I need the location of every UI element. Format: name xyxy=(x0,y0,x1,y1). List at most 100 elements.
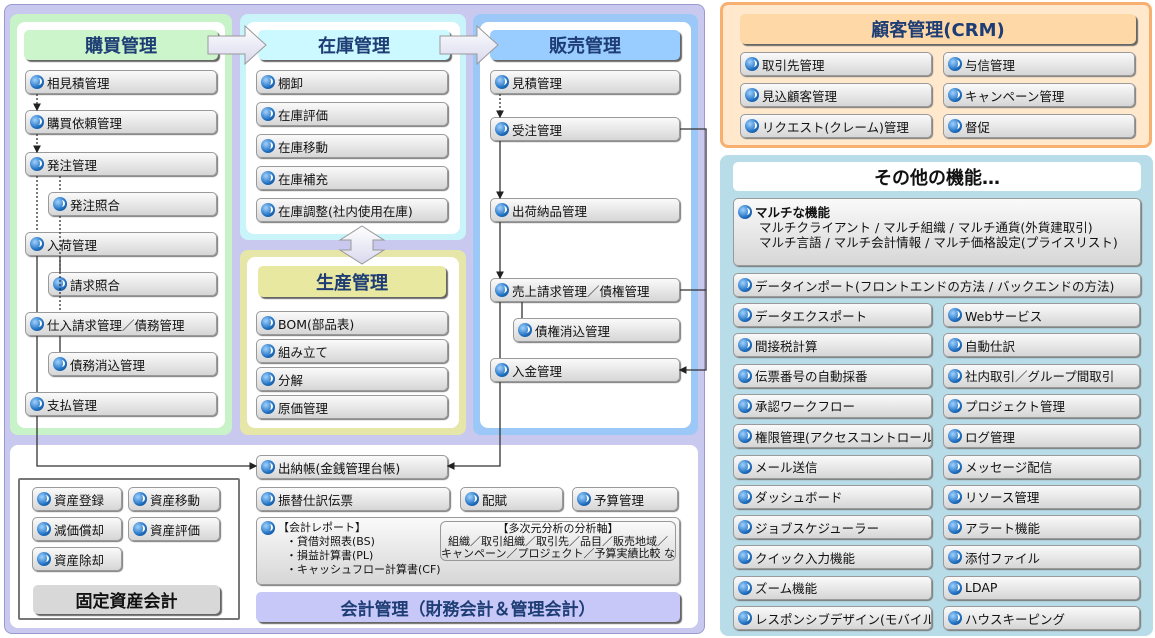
other-item[interactable]: 社内取引／グループ間取引 xyxy=(943,363,1140,388)
other-item[interactable]: Webサービス xyxy=(943,303,1140,327)
swirl-logo-icon xyxy=(465,492,479,506)
sales-item[interactable]: 債権消込管理 xyxy=(513,318,680,342)
inventory-item[interactable]: 棚卸 xyxy=(256,70,448,94)
swirl-logo-icon xyxy=(53,277,67,291)
allocation-item[interactable]: 配賦 xyxy=(460,487,563,511)
sales-item[interactable]: 出荷納品管理 xyxy=(490,198,680,222)
production-item[interactable]: 分解 xyxy=(256,367,448,391)
swirl-logo-icon xyxy=(261,400,275,414)
purchase-item[interactable]: 相見積管理 xyxy=(25,70,217,94)
report-title: 【会計レポート】 xyxy=(278,521,366,534)
other-item[interactable]: ズーム機能 xyxy=(733,575,932,600)
other-item[interactable]: メッセージ配信 xyxy=(943,454,1140,479)
other-item[interactable]: プロジェクト管理 xyxy=(943,393,1140,418)
other-item[interactable]: レスポンシブデザイン(モバイル対応) xyxy=(733,606,932,630)
item-label: ハウスキーピング xyxy=(965,611,1066,627)
item-label: 在庫補充 xyxy=(278,171,329,187)
accounting-header: 会計管理（財務会計＆管理会計） xyxy=(256,592,680,622)
multi-line: マルチクライアント / マルチ組織 / マルチ通貨(外貨建取引) xyxy=(759,220,1093,235)
swirl-logo-icon xyxy=(37,552,51,566)
production-item[interactable]: 組み立て xyxy=(256,339,448,363)
transfer-slip-item[interactable]: 振替仕訳伝票 xyxy=(256,487,450,511)
swirl-logo-icon xyxy=(948,580,962,595)
crm-item[interactable]: 取引先管理 xyxy=(740,52,932,76)
crm-item[interactable]: リクエスト(クレーム)管理 xyxy=(740,114,932,138)
sales-item[interactable]: 売上請求管理／債権管理 xyxy=(490,278,680,302)
other-item[interactable]: 自動仕訳 xyxy=(943,333,1140,358)
other-item[interactable]: リソース管理 xyxy=(943,484,1140,509)
purchase-item[interactable]: 購買依頼管理 xyxy=(25,110,217,134)
swirl-logo-icon xyxy=(738,459,752,474)
other-item[interactable]: LDAP xyxy=(943,575,1140,600)
multi-title: マルチな機能 xyxy=(755,205,831,220)
other-item[interactable]: 間接税計算 xyxy=(733,333,932,358)
other-item[interactable]: 添付ファイル xyxy=(943,545,1140,570)
item-label: アラート機能 xyxy=(965,520,1041,536)
other-item[interactable]: ログ管理 xyxy=(943,424,1140,449)
crm-item[interactable]: 与信管理 xyxy=(943,52,1135,76)
item-label: 債権消込管理 xyxy=(535,323,611,339)
budget-item[interactable]: 予算管理 xyxy=(572,487,678,511)
analysis-title: 【多次元分析の分析軸】 xyxy=(497,522,619,535)
other-item[interactable]: 承認ワークフロー xyxy=(733,393,932,418)
fixed-asset-item[interactable]: 減価償却 xyxy=(32,517,122,541)
purchase-item[interactable]: 仕入請求管理／債務管理 xyxy=(25,312,217,336)
crm-item[interactable]: 督促 xyxy=(943,114,1135,138)
swirl-logo-icon xyxy=(738,520,752,535)
item-label: メッセージ配信 xyxy=(965,460,1053,475)
swirl-logo-icon xyxy=(261,460,275,474)
item-label: 受注管理 xyxy=(512,122,563,138)
item-label: 社内取引／グループ間取引 xyxy=(965,369,1115,385)
analysis-line: 組織／取引組織／取引先／品目／販売地域／ xyxy=(448,534,668,548)
purchase-item[interactable]: 請求照合 xyxy=(48,272,217,296)
item-label: 督促 xyxy=(965,119,991,135)
other-item[interactable]: ジョブスケジューラー xyxy=(733,515,932,540)
purchase-item[interactable]: 支払管理 xyxy=(25,392,217,416)
item-label: キャンペーン管理 xyxy=(965,88,1065,104)
purchase-header: 購買管理 xyxy=(24,30,218,60)
inventory-item[interactable]: 在庫評価 xyxy=(256,102,448,126)
item-label: リクエスト(クレーム)管理 xyxy=(762,119,909,135)
data-import-item[interactable]: データインポート(フロントエンドの方法 / バックエンドの方法) xyxy=(733,273,1141,297)
fixed-asset-item[interactable]: 資産移動 xyxy=(128,487,220,511)
other-item[interactable]: ハウスキーピング xyxy=(943,606,1140,630)
inventory-item[interactable]: 在庫調整(社内使用在庫) xyxy=(256,198,448,222)
other-item[interactable]: アラート機能 xyxy=(943,515,1140,540)
crm-item[interactable]: キャンペーン管理 xyxy=(943,83,1135,107)
swirl-logo-icon xyxy=(133,522,147,536)
other-item[interactable]: メール送信 xyxy=(733,454,932,479)
swirl-logo-icon xyxy=(261,316,275,330)
inventory-item[interactable]: 在庫移動 xyxy=(256,134,448,158)
multi-function-box[interactable]: マルチな機能マルチクライアント / マルチ組織 / マルチ通貨(外貨建取引)マル… xyxy=(733,198,1141,266)
production-item[interactable]: BOM(部品表) xyxy=(256,311,448,335)
swirl-logo-icon xyxy=(738,489,752,504)
swirl-logo-icon xyxy=(745,57,759,71)
item-label: 購買依頼管理 xyxy=(47,115,123,131)
crm-item[interactable]: 見込顧客管理 xyxy=(740,83,932,107)
item-label: 資産評価 xyxy=(150,522,201,538)
swirl-logo-icon xyxy=(261,203,275,217)
production-item[interactable]: 原価管理 xyxy=(256,395,448,419)
item-label: ダッシュボード xyxy=(755,490,843,506)
fixed-asset-item[interactable]: 資産除却 xyxy=(32,547,122,571)
other-item[interactable]: 権限管理(アクセスコントロール) xyxy=(733,424,932,449)
other-item[interactable]: ダッシュボード xyxy=(733,484,932,509)
inventory-item[interactable]: 在庫補充 xyxy=(256,166,448,190)
fixed-asset-item[interactable]: 資産評価 xyxy=(128,517,220,541)
swirl-logo-icon xyxy=(948,308,962,322)
item-label: 出荷納品管理 xyxy=(512,203,588,219)
cash-book-item[interactable]: 出納帳(金銭管理台帳) xyxy=(256,455,448,479)
other-item[interactable]: クイック入力機能 xyxy=(733,545,932,570)
other-item[interactable]: 伝票番号の自動採番 xyxy=(733,363,932,388)
purchase-item[interactable]: 発注照合 xyxy=(48,192,217,216)
fixed-asset-item[interactable]: 資産登録 xyxy=(32,487,122,511)
sales-item[interactable]: 入金管理 xyxy=(490,358,680,382)
other-item[interactable]: データエクスポート xyxy=(733,303,932,327)
sales-item[interactable]: 見積管理 xyxy=(490,70,680,94)
sales-item[interactable]: 受注管理 xyxy=(490,117,680,141)
inventory-header: 在庫管理 xyxy=(258,30,450,60)
purchase-item[interactable]: 入荷管理 xyxy=(25,232,217,256)
item-label: 債務消込管理 xyxy=(70,357,146,373)
purchase-item[interactable]: 債務消込管理 xyxy=(48,352,217,376)
purchase-item[interactable]: 発注管理 xyxy=(25,152,217,176)
